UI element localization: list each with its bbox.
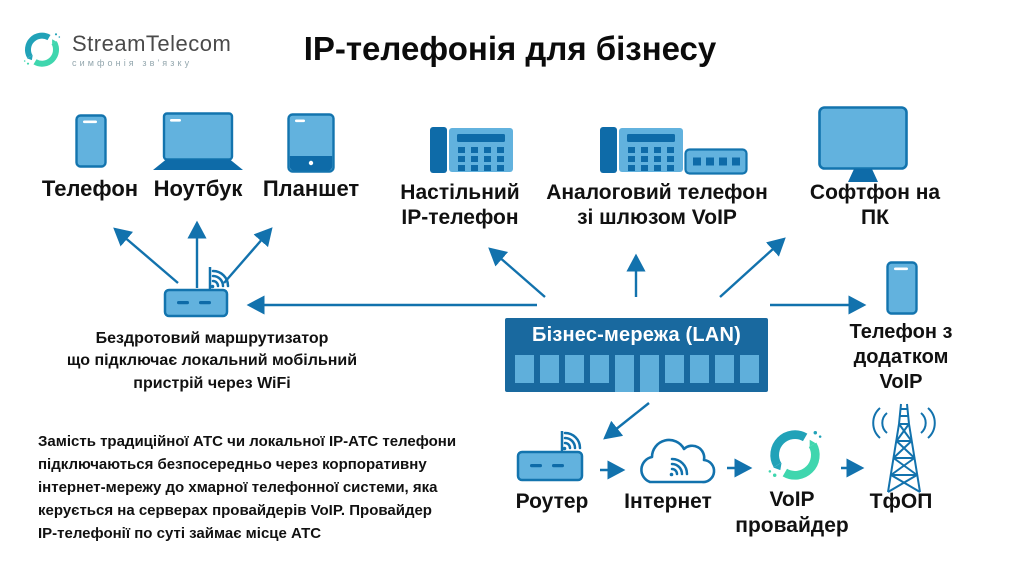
lan-switch: Бізнес-мережа (LAN): [505, 318, 768, 392]
voip-app-phone-icon: [886, 261, 918, 315]
lan-port: [665, 355, 684, 383]
analog-phone-icon: [600, 127, 683, 173]
wifi-router-icon: [163, 267, 230, 318]
label-softphone: Софтфон на ПК: [809, 181, 941, 229]
lan-port: [740, 355, 759, 383]
lan-port: [690, 355, 709, 383]
brand-logo-icon: [23, 32, 61, 67]
voip-gateway-icon: [684, 148, 748, 175]
description-text: Замість традиційної АТС чи локальної IP-…: [38, 433, 457, 542]
lan-port: [565, 355, 584, 383]
lan-port: [540, 355, 559, 383]
arrow-router-to-tablet: [223, 227, 273, 284]
arrow-lan-to-ip-phone: [488, 247, 546, 298]
arrow-lan-to-router: [603, 402, 650, 440]
wifi-router-note: Бездротовий маршрутизатор що підключає л…: [66, 330, 358, 392]
label-voip-provider: VoIP провайдер: [735, 488, 849, 538]
label-voip-app-phone: Телефон з додатком VoIP: [849, 321, 953, 393]
lan-port: [715, 355, 734, 383]
phone-icon: [75, 114, 107, 168]
brand-tagline: симфонія зв'язку: [72, 57, 193, 68]
page-title: IP-телефонія для бізнесу: [303, 30, 717, 67]
brand-name: StreamTelecom: [72, 30, 232, 56]
tablet-icon: [287, 113, 335, 173]
lan-port: [640, 355, 659, 392]
internet-cloud-icon: [640, 438, 716, 484]
monitor-icon: [818, 106, 908, 182]
lan-port: [590, 355, 609, 383]
label-router: Роутер: [515, 490, 589, 513]
label-internet: Інтернет: [624, 490, 712, 513]
lan-label: Бізнес-мережа (LAN): [532, 324, 741, 346]
brand: StreamTelecom симфонія зв'язку: [22, 28, 231, 70]
arrow-lan-to-softphone: [719, 237, 786, 298]
label-ip-phone: Настільний IP-телефон: [400, 181, 520, 229]
label-pstn: ТфОП: [869, 490, 933, 513]
label-laptop: Ноутбук: [153, 176, 243, 201]
laptop-icon: [153, 112, 243, 170]
label-phone: Телефон: [41, 176, 139, 201]
pstn-tower-icon: [872, 403, 936, 493]
lan-port: [615, 355, 634, 392]
voip-provider-icon: [768, 430, 822, 480]
lan-port: [515, 355, 534, 383]
label-tablet: Планшет: [262, 176, 360, 201]
lan-ports: [515, 355, 759, 392]
arrow-router-to-phone: [113, 227, 179, 284]
label-analog-phone: Аналоговий телефон зі шлюзом VoIP: [546, 181, 768, 229]
router-icon: [516, 431, 584, 482]
ip-phone-icon: [430, 127, 513, 173]
